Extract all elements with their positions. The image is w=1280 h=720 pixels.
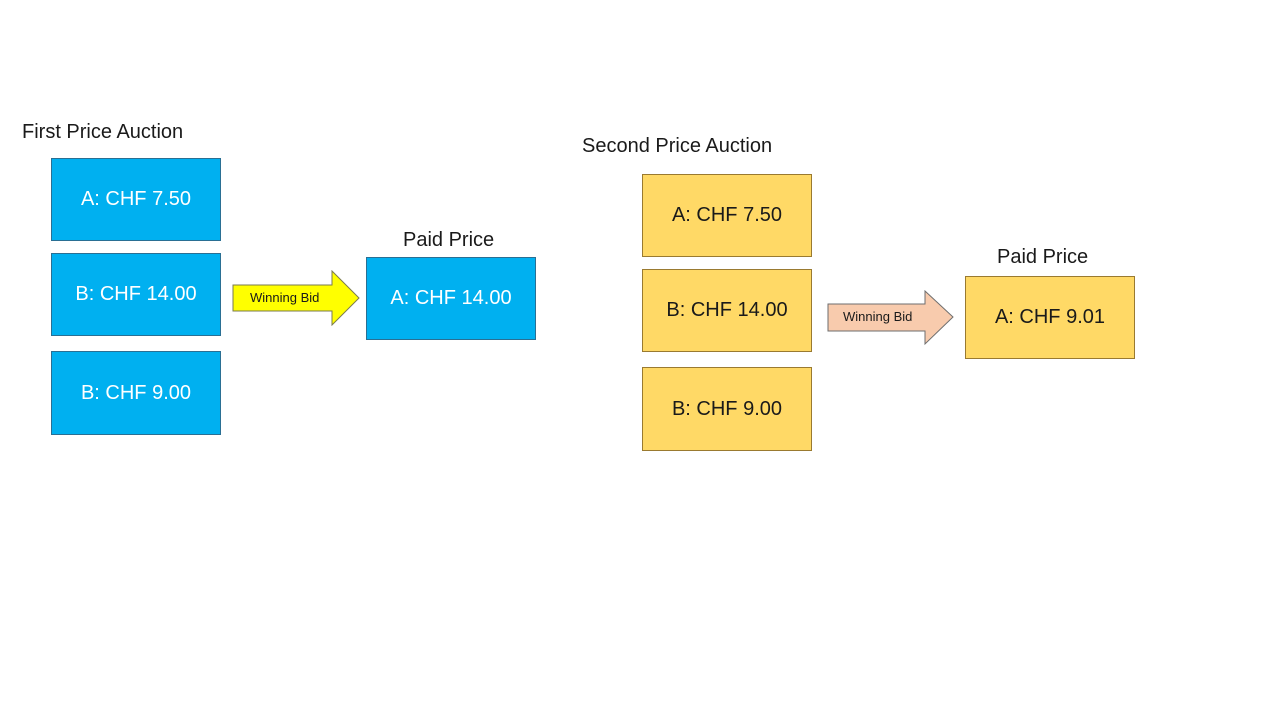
second-arrow-shape bbox=[827, 290, 954, 346]
second-winning-bid-arrow bbox=[827, 290, 954, 346]
first-paid-price-title: Paid Price bbox=[403, 229, 495, 251]
first-arrow-label: Winning Bid bbox=[250, 290, 320, 305]
second-bid-2: B: CHF 14.00 bbox=[642, 269, 812, 352]
second-arrow-label: Winning Bid bbox=[843, 309, 913, 324]
second-bid-1: A: CHF 7.50 bbox=[642, 174, 812, 257]
first-bid-1: A: CHF 7.50 bbox=[51, 158, 221, 241]
first-bid-3: B: CHF 9.00 bbox=[51, 351, 221, 435]
second-auction-title: Second Price Auction bbox=[582, 135, 773, 157]
second-paid-price-title: Paid Price bbox=[997, 246, 1089, 268]
second-bid-3: B: CHF 9.00 bbox=[642, 367, 812, 451]
first-winning-bid-arrow bbox=[232, 270, 360, 326]
first-bid-2: B: CHF 14.00 bbox=[51, 253, 221, 336]
second-paid-price-box: A: CHF 9.01 bbox=[965, 276, 1135, 359]
first-auction-title: First Price Auction bbox=[22, 121, 184, 143]
first-arrow-shape bbox=[232, 270, 360, 326]
first-paid-price-box: A: CHF 14.00 bbox=[366, 257, 536, 340]
